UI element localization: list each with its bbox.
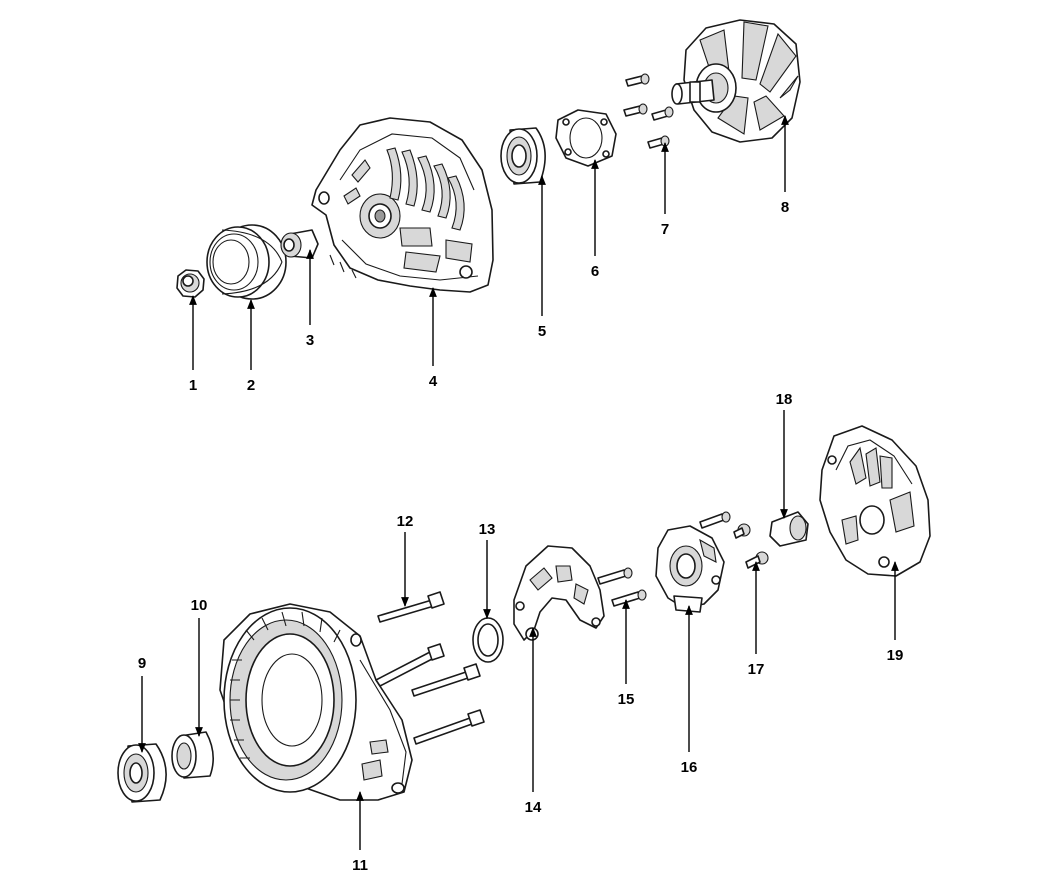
callout-10: 10	[191, 597, 208, 614]
callout-9: 9	[138, 655, 146, 672]
callout-2: 2	[247, 377, 255, 394]
brush-holder-part	[655, 525, 725, 613]
callout-12: 12	[397, 513, 414, 530]
pulley-part	[206, 224, 287, 300]
rotor-part	[671, 19, 801, 143]
slip-ring-guide-part	[769, 511, 809, 547]
callout-11: 11	[352, 857, 368, 874]
spacer-collar-part	[280, 229, 319, 259]
callout-3: 3	[306, 332, 314, 349]
callout-4: 4	[429, 373, 438, 390]
regulator-screws-part	[699, 511, 769, 569]
callout-labels: 1 2 3 4 5 6 7 8 9 10 11 12 13 14 15 16 1…	[138, 199, 904, 874]
rectifier-screws-part	[597, 567, 647, 607]
pulley-nut-part	[176, 269, 205, 298]
insulating-ring-part	[472, 617, 504, 663]
callout-5: 5	[538, 323, 546, 340]
callout-13: 13	[479, 521, 496, 538]
callout-15: 15	[618, 691, 635, 708]
front-bearing-part	[500, 127, 546, 185]
callout-6: 6	[591, 263, 599, 280]
plate-screws-part	[623, 73, 674, 149]
callout-7: 7	[661, 221, 669, 238]
callout-1: 1	[189, 377, 197, 394]
rear-cover-part	[819, 425, 931, 577]
callout-19: 19	[887, 647, 904, 664]
callout-18: 18	[776, 391, 793, 408]
callout-17: 17	[748, 661, 765, 678]
callout-8: 8	[781, 199, 789, 216]
front-bracket-part	[311, 117, 494, 293]
callout-14: 14	[525, 799, 542, 816]
bearing-cover-plate-part	[555, 109, 617, 167]
rear-bearing-part	[117, 743, 167, 803]
bearing-cover-part	[171, 731, 214, 779]
rectifier-part	[513, 545, 605, 641]
through-bolts-part	[375, 591, 485, 745]
stator-assembly-part	[219, 603, 413, 801]
callout-16: 16	[681, 759, 698, 776]
leader-lines	[138, 115, 899, 850]
